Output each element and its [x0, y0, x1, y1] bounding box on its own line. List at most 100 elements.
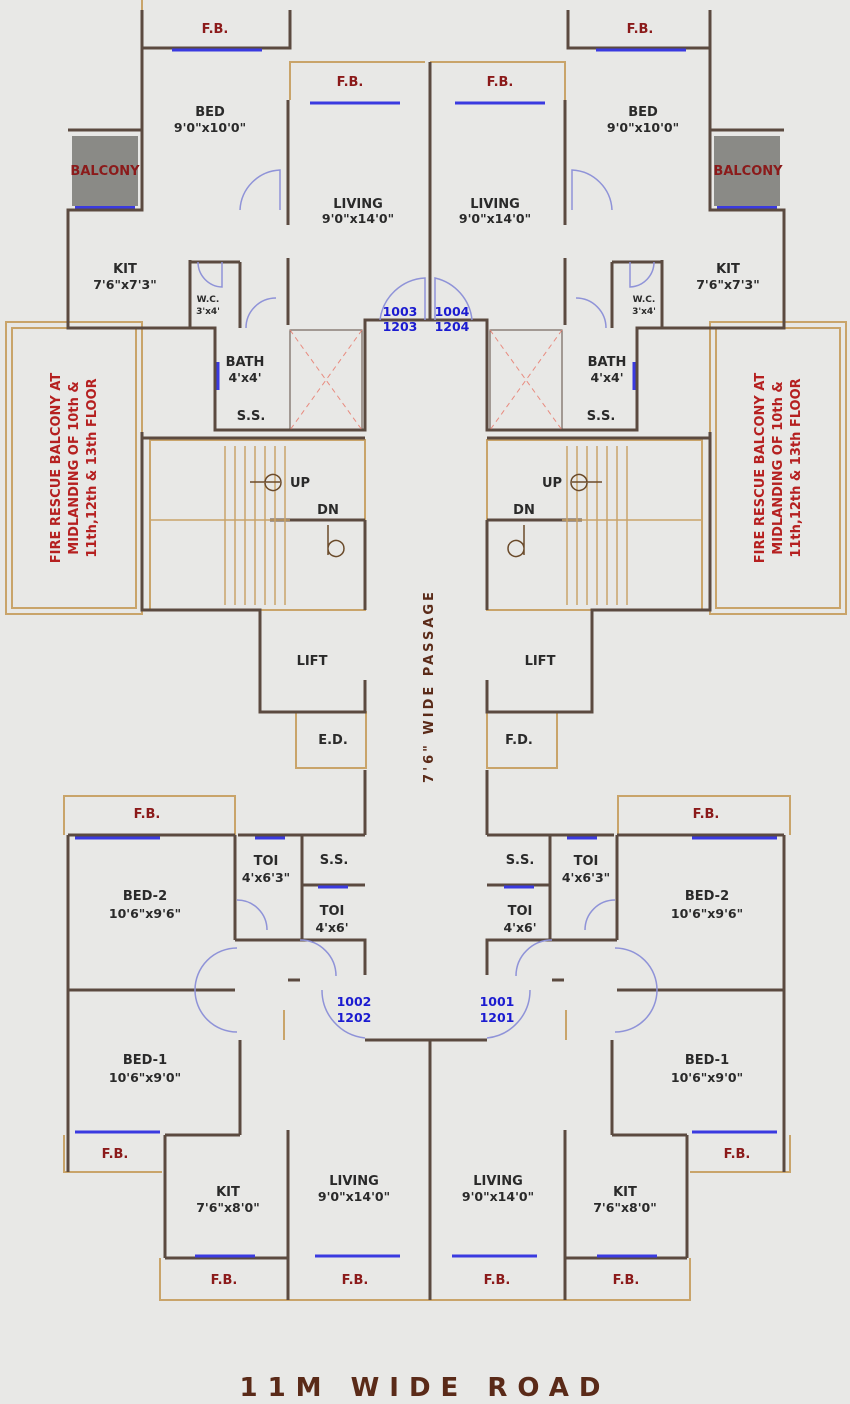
room-name: LIVING — [329, 1174, 379, 1189]
room-name: BED-1 — [685, 1053, 729, 1068]
room-name: TOI — [254, 854, 279, 869]
room-size: 10'6"x9'6" — [671, 906, 743, 921]
room-size: 10'6"x9'6" — [109, 906, 181, 921]
room-size: 10'6"x9'0" — [109, 1070, 181, 1085]
room-size: 4'x6' — [315, 920, 348, 935]
fb-label: F.B. — [134, 807, 161, 822]
walls — [66, 10, 786, 1300]
fire-balcony-line: FIRE RESCUE BALCONY AT — [753, 373, 768, 564]
room-size: 9'0"x10'0" — [607, 120, 679, 135]
fire-balcony-line: 11th,12th & 13th FLOOR — [85, 378, 100, 557]
fire-balcony-line: MIDLANDING OF 10th & — [67, 381, 82, 554]
room-size: 9'0"x10'0" — [174, 120, 246, 135]
lift-label: LIFT — [525, 654, 556, 669]
windows — [75, 48, 777, 1258]
fb-label: F.B. — [484, 1273, 511, 1288]
room-name: TOI — [574, 854, 599, 869]
room-name: W.C. — [197, 295, 220, 305]
stair-arrows — [250, 473, 602, 558]
shaft-label: S.S. — [506, 853, 535, 868]
room-name: BED-2 — [685, 889, 729, 904]
fb-label: F.B. — [693, 807, 720, 822]
stair-treads — [150, 446, 702, 605]
unit-number: 1003 — [383, 304, 418, 319]
fb-label: F.B. — [102, 1147, 129, 1162]
room-name: TOI — [320, 904, 345, 919]
shaft-label: S.S. — [237, 409, 266, 424]
room-size: 7'6"x7'3" — [93, 277, 157, 292]
room-name: LIVING — [470, 197, 520, 212]
room-size: 4'x4' — [228, 370, 261, 385]
duct-shafts — [289, 329, 563, 431]
room-name: LIVING — [473, 1174, 523, 1189]
balcony-hatch-left — [72, 136, 138, 206]
room-size: 9'0"x14'0" — [459, 211, 531, 226]
unit-number: 1001 — [480, 994, 515, 1009]
room-name: BED-1 — [123, 1053, 167, 1068]
room-name: KIT — [216, 1185, 240, 1200]
unit-number: 1204 — [435, 319, 470, 334]
fire-balcony-line: MIDLANDING OF 10th & — [771, 381, 786, 554]
door-swings — [194, 169, 658, 1039]
balcony-hatch-right — [714, 136, 780, 206]
room-size: 7'6"x8'0" — [593, 1200, 657, 1215]
balcony-label: BALCONY — [713, 164, 783, 179]
duct-label: F.D. — [505, 733, 533, 748]
stair-up-label: UP — [290, 476, 310, 491]
room-size: 7'6"x8'0" — [196, 1200, 260, 1215]
fb-label: F.B. — [337, 75, 364, 90]
balcony-outlines — [5, 0, 847, 1301]
room-size: 7'6"x7'3" — [696, 277, 760, 292]
room-name: TOI — [508, 904, 533, 919]
lower-right-flat: F.B. TOI 4'x6'3" S.S. BED-2 10'6"x9'6" T… — [462, 807, 751, 1288]
room-size: 4'x6' — [503, 920, 536, 935]
upper-right-flat: F.B. F.B. BED 9'0"x10'0" BALCONY LIVING … — [435, 22, 784, 748]
upper-left-flat: F.B. F.B. BED 9'0"x10'0" BALCONY LIVING … — [70, 22, 417, 748]
fb-label: F.B. — [342, 1273, 369, 1288]
room-size: 3'x4' — [196, 307, 220, 317]
fb-label: F.B. — [627, 22, 654, 37]
room-name: BED-2 — [123, 889, 167, 904]
fire-balcony-right-text: FIRE RESCUE BALCONY AT MIDLANDING OF 10t… — [753, 373, 804, 564]
room-name: BED — [195, 105, 225, 120]
lift-label: LIFT — [297, 654, 328, 669]
room-size: 10'6"x9'0" — [671, 1070, 743, 1085]
unit-number: 1203 — [383, 319, 418, 334]
fb-label: F.B. — [724, 1147, 751, 1162]
fb-label: F.B. — [202, 22, 229, 37]
room-name: BATH — [588, 355, 627, 370]
room-name: BATH — [226, 355, 265, 370]
road-label: 11M WIDE ROAD — [240, 1373, 611, 1403]
balcony-label: BALCONY — [70, 164, 140, 179]
room-size: 3'x4' — [632, 307, 656, 317]
room-name: KIT — [113, 262, 137, 277]
room-name: KIT — [613, 1185, 637, 1200]
stair-down-label: DN — [317, 503, 339, 518]
room-size: 4'x6'3" — [562, 870, 610, 885]
room-size: 9'0"x14'0" — [322, 211, 394, 226]
shaft-label: S.S. — [320, 853, 349, 868]
room-size: 4'x6'3" — [242, 870, 290, 885]
room-name: BED — [628, 105, 658, 120]
room-name: LIVING — [333, 197, 383, 212]
fire-balcony-left-text: FIRE RESCUE BALCONY AT MIDLANDING OF 10t… — [49, 373, 100, 564]
unit-number: 1202 — [337, 1010, 372, 1025]
room-size: 9'0"x14'0" — [462, 1189, 534, 1204]
room-size: 9'0"x14'0" — [318, 1189, 390, 1204]
unit-number: 1004 — [435, 304, 470, 319]
unit-number: 1002 — [337, 994, 372, 1009]
fb-label: F.B. — [487, 75, 514, 90]
room-name: KIT — [716, 262, 740, 277]
room-size: 4'x4' — [590, 370, 623, 385]
stair-up-label: UP — [542, 476, 562, 491]
lower-left-flat: F.B. TOI 4'x6'3" S.S. BED-2 10'6"x9'6" T… — [102, 807, 391, 1288]
fb-label: F.B. — [211, 1273, 238, 1288]
fire-balcony-line: FIRE RESCUE BALCONY AT — [49, 373, 64, 564]
stair-down-label: DN — [513, 503, 535, 518]
unit-number: 1201 — [480, 1010, 515, 1025]
fire-balcony-line: 11th,12th & 13th FLOOR — [789, 378, 804, 557]
passage-label: 7'6" WIDE PASSAGE — [422, 589, 437, 783]
duct-label: E.D. — [318, 733, 348, 748]
room-name: W.C. — [633, 295, 656, 305]
